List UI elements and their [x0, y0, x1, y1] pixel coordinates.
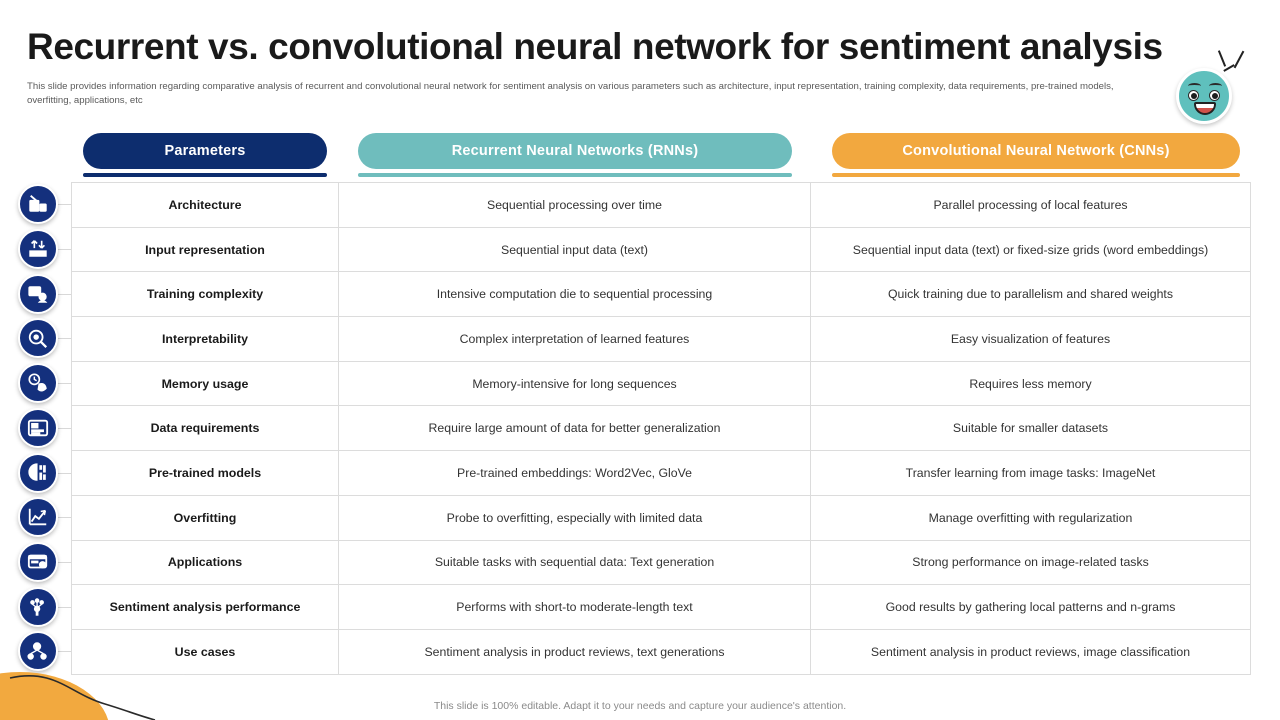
- rnn-cell: Pre-trained embeddings: Word2Vec, GloVe: [338, 450, 811, 496]
- cnn-cell: Sequential input data (text) or fixed-si…: [810, 226, 1251, 273]
- column-header-cnn: Convolutional Neural Network (CNNs): [832, 133, 1240, 169]
- cnn-cell: Parallel processing of local features: [810, 182, 1251, 228]
- use-cases-icon: [18, 631, 58, 672]
- icon-connector-line: [52, 293, 72, 295]
- column-header-cnn-underline: [832, 173, 1240, 177]
- parameter-cell: Data requirements: [71, 405, 339, 452]
- rnn-cell: Memory-intensive for long sequences: [338, 360, 811, 407]
- column-header-rnn-underline: [358, 173, 792, 177]
- icon-connector-line: [52, 249, 72, 251]
- icon-rail: [0, 0, 72, 720]
- input-representation-icon: [18, 229, 58, 270]
- parameter-cell: Overfitting: [71, 494, 339, 541]
- rnn-cell: Intensive computation die to sequential …: [338, 271, 811, 318]
- icon-connector-line: [52, 472, 72, 474]
- icon-connector-line: [52, 204, 72, 206]
- column-header-cnn-label: Convolutional Neural Network (CNNs): [902, 143, 1170, 159]
- applications-icon: [18, 541, 58, 582]
- rnn-cell: Complex interpretation of learned featur…: [338, 316, 811, 362]
- parameter-cell: Use cases: [71, 628, 339, 675]
- cnn-cell: Good results by gathering local patterns…: [810, 584, 1251, 630]
- rnn-cell: Sequential processing over time: [338, 182, 811, 228]
- column-header-parameters: Parameters: [83, 133, 327, 169]
- swoosh-line-decoration: [9, 675, 156, 720]
- cnn-cell: Sentiment analysis in product reviews, i…: [810, 628, 1251, 675]
- cnn-cell: Requires less memory: [810, 360, 1251, 407]
- rnn-cell: Sentiment analysis in product reviews, t…: [338, 628, 811, 675]
- parameter-cell: Applications: [71, 539, 339, 586]
- cnn-cell: Strong performance on image-related task…: [810, 539, 1251, 586]
- column-header-parameters-label: Parameters: [164, 143, 246, 159]
- cnn-cell: Easy visualization of features: [810, 316, 1251, 362]
- rnn-cell: Suitable tasks with sequential data: Tex…: [338, 539, 811, 586]
- cnn-cell: Quick training due to parallelism and sh…: [810, 271, 1251, 318]
- cnn-cell: Transfer learning from image tasks: Imag…: [810, 450, 1251, 496]
- icon-connector-line: [52, 517, 72, 519]
- rnn-cell: Performs with short-to moderate-length t…: [338, 584, 811, 630]
- pre-trained-models-icon: [18, 452, 58, 493]
- page-subtitle: This slide provides information regardin…: [27, 81, 1114, 106]
- parameter-cell: Architecture: [71, 182, 339, 228]
- smiley-face-icon: [1176, 68, 1232, 124]
- icon-connector-line: [52, 383, 72, 385]
- rnn-cell: Sequential input data (text): [338, 226, 811, 273]
- parameter-cell: Input representation: [71, 226, 339, 273]
- icon-connector-line: [52, 561, 72, 563]
- column-header-rnn-label: Recurrent Neural Networks (RNNs): [451, 143, 699, 159]
- parameter-cell: Interpretability: [71, 316, 339, 362]
- parameter-cell: Training complexity: [71, 271, 339, 318]
- interpretability-icon: [18, 318, 58, 359]
- cnn-cell: Suitable for smaller datasets: [810, 405, 1251, 452]
- sentiment-performance-icon: [18, 586, 58, 627]
- parameter-cell: Memory usage: [71, 360, 339, 407]
- parameter-cell: Pre-trained models: [71, 450, 339, 496]
- parameter-cell: Sentiment analysis performance: [71, 584, 339, 630]
- icon-connector-line: [52, 651, 72, 653]
- icon-connector-line: [52, 427, 72, 429]
- column-header-rnn: Recurrent Neural Networks (RNNs): [358, 133, 792, 169]
- footer-note: This slide is 100% editable. Adapt it to…: [433, 700, 847, 712]
- page-title: Recurrent vs. convolutional neural netwo…: [27, 26, 1163, 67]
- column-header-parameters-underline: [83, 173, 327, 177]
- training-complexity-icon: [18, 273, 58, 314]
- memory-usage-icon: [18, 363, 58, 404]
- icon-connector-line: [52, 606, 72, 608]
- overfitting-icon: [18, 497, 58, 538]
- icon-connector-line: [52, 338, 72, 340]
- data-requirements-icon: [18, 407, 58, 448]
- rnn-cell: Probe to overfitting, especially with li…: [338, 494, 811, 541]
- cnn-cell: Manage overfitting with regularization: [810, 494, 1251, 541]
- rnn-cell: Require large amount of data for better …: [338, 405, 811, 452]
- architecture-icon: [18, 184, 58, 225]
